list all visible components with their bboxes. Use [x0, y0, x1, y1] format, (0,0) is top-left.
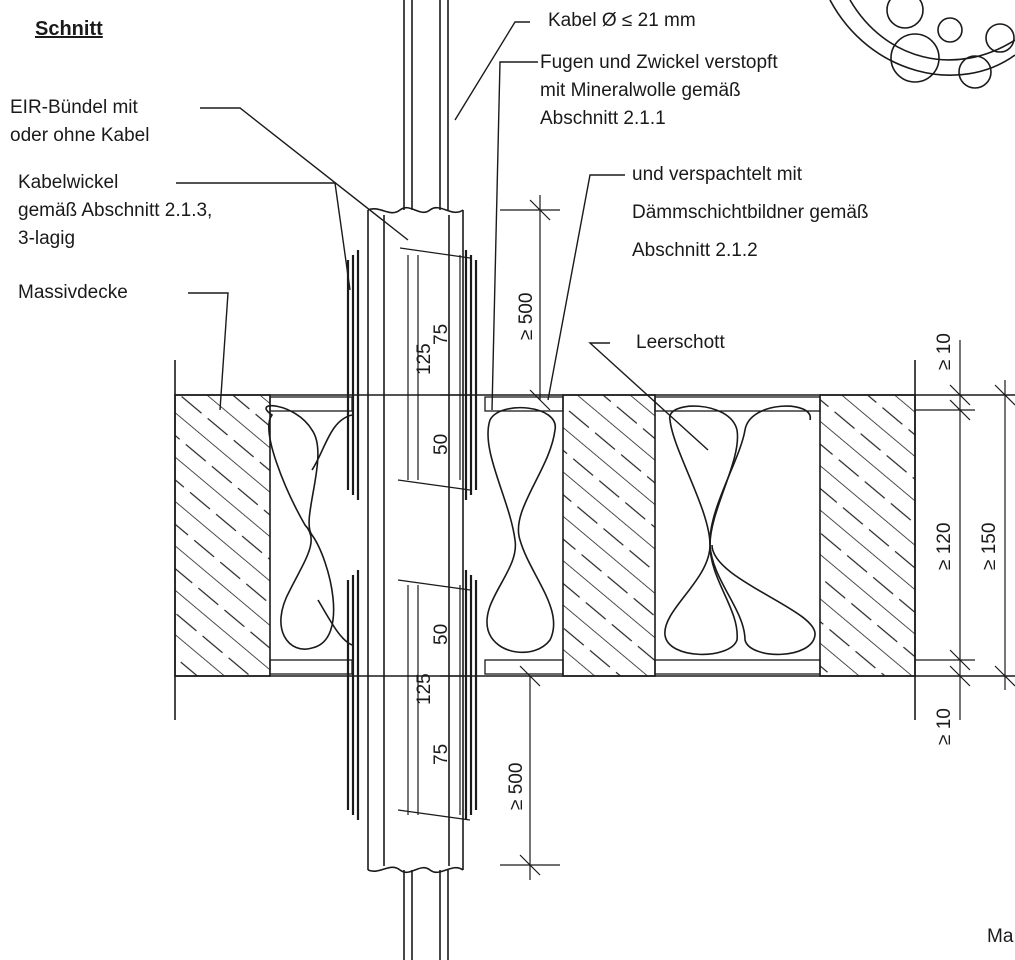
dim-lines-bundle — [397, 247, 471, 821]
section-title: Schnitt — [35, 18, 103, 40]
dim-125-bottom: 125 — [414, 673, 435, 705]
label-eir-2: oder ohne Kabel — [10, 125, 150, 146]
dim-75-top: 75 — [431, 324, 452, 345]
kabel-oben — [403, 0, 449, 210]
dim-50-top: 50 — [431, 434, 452, 455]
dim-125-top: 125 — [414, 343, 435, 375]
label-spachtel-3: Abschnitt 2.1.2 — [632, 240, 758, 261]
mineralwolle-mid — [486, 406, 556, 654]
label-wickel-1: Kabelwickel — [18, 172, 119, 193]
dim-500-top: ≥ 500 — [516, 293, 537, 340]
dim-75-bottom: 75 — [431, 744, 452, 765]
mineralwolle-leerschott — [664, 405, 816, 656]
label-massivdecke: Massivdecke — [18, 282, 128, 303]
label-spachtel-1: und verspachtelt mit — [632, 164, 803, 185]
dim-120: ≥ 120 — [934, 523, 955, 570]
kabel-unten — [403, 870, 449, 960]
leader-lines — [176, 21, 709, 451]
label-fugen-2: mit Mineralwolle gemäß — [540, 80, 741, 101]
kabelwickel — [346, 250, 478, 820]
label-wickel-2: gemäß Abschnitt 2.1.3, — [18, 200, 213, 221]
label-kabel: Kabel Ø ≤ 21 mm — [548, 10, 696, 31]
label-eir-1: EIR-Bündel mit — [10, 97, 138, 118]
dim-lines-right — [915, 340, 1015, 720]
dim-10-top: ≥ 10 — [934, 333, 955, 370]
eir-buendel — [367, 206, 464, 874]
label-fugen-3: Abschnitt 2.1.1 — [540, 108, 666, 129]
label-ma: Ma — [987, 926, 1014, 947]
mineralwolle-left — [265, 405, 353, 650]
dim-10-bottom: ≥ 10 — [934, 708, 955, 745]
label-wickel-3: 3-lagig — [18, 228, 76, 249]
label-fugen-1: Fugen und Zwickel verstopft — [540, 52, 778, 73]
dimension-texts: 125 75 50 50 125 75 ≥ 500 ≥ 500 ≥ 10 ≥ 1… — [414, 293, 1000, 810]
cable-detail-circle — [829, 0, 1015, 89]
label-spachtel-2: Dämmschichtbildner gemäß — [632, 202, 869, 223]
label-leerschott: Leerschott — [636, 332, 725, 353]
dim-50-bottom: 50 — [431, 624, 452, 645]
concrete-hatch — [174, 394, 916, 677]
dim-500-bottom: ≥ 500 — [506, 763, 527, 810]
dim-lines-500 — [500, 195, 560, 880]
dim-150: ≥ 150 — [979, 523, 1000, 570]
